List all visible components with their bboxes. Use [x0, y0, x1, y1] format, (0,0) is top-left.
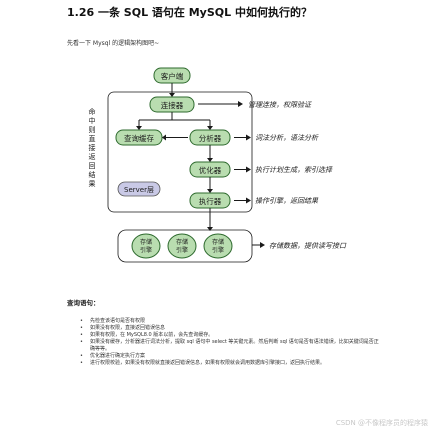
engine-panel: [117, 229, 253, 263]
note-executor: 操作引擎，返回结果: [255, 197, 319, 205]
engine-2-label-2: 引擎: [176, 246, 188, 254]
engine-3-label-2: 引擎: [212, 246, 224, 254]
analyzer-label: 分析器: [199, 133, 222, 143]
side-label: 命中则直接返回结果: [89, 107, 96, 188]
client-label: 客户端: [161, 71, 184, 81]
list-item: 如果没有缓存，分析器进行词法分析，提取 sql 语句中 select 等关键元素…: [80, 339, 380, 353]
engine-1-label-2: 引擎: [140, 246, 152, 254]
engine-2-label: 存储: [176, 238, 188, 246]
note-optimizer: 执行计划生成，索引选择: [255, 166, 333, 174]
list-item: 如果有权限，在 MySQL8.0 版本以前，会先查询缓存。: [80, 332, 380, 339]
connector-label: 连接器: [161, 100, 184, 110]
list-item: 先检查该语句是否有权限: [80, 318, 380, 325]
note-engine: 存储数据，提供读写接口: [269, 242, 347, 250]
list-item: 进行权限校验，如果没有权限就直接返回错误信息，如果有权限就会调用数据库引擎接口，…: [80, 360, 380, 367]
query-heading: 查询语句：: [67, 299, 100, 307]
mysql-architecture-diagram: 命中则直接返回结果 客户端 连接器 查询缓存 分析器 优化器 执行器 Serve…: [89, 67, 347, 263]
note-connector: 管理连接，权限验证: [248, 101, 312, 109]
cache-label: 查询缓存: [124, 133, 154, 143]
engine-2: [167, 233, 197, 259]
server-panel: [107, 91, 253, 213]
engine-3: [203, 233, 233, 259]
server-badge: [117, 181, 161, 197]
bullet-list: 先检查该语句是否有权限 如果没有权限，直接返回错误信息 如果有权限，在 MySQ…: [80, 318, 380, 367]
list-item: 如果没有权限，直接返回错误信息: [80, 325, 380, 332]
intro-text: 先看一下 Mysql 的逻辑架构图吧~: [67, 40, 160, 47]
server-label: Server层: [124, 186, 154, 194]
engine-1: [131, 233, 161, 259]
engine-1-label: 存储: [140, 238, 152, 246]
note-analyzer: 词法分析，语法分析: [255, 134, 319, 142]
executor-label: 执行器: [199, 196, 222, 206]
list-item: 优化器进行确定执行方案: [80, 353, 380, 360]
section-heading: 1.26 一条 SQL 语句在 MySQL 中如何执行的？: [67, 6, 312, 19]
optimizer-label: 优化器: [199, 165, 222, 175]
engine-3-label: 存储: [212, 238, 224, 246]
watermark: CSDN @不像程序员的程序猿: [335, 419, 428, 427]
